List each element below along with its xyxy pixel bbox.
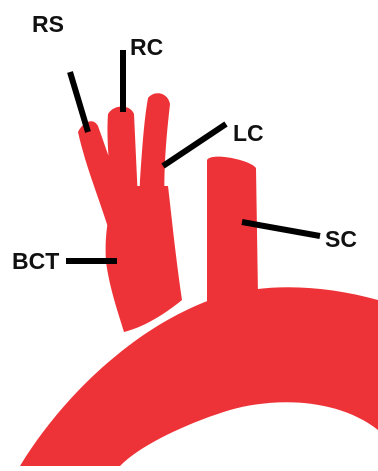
right-common-carotid-artery [107, 107, 138, 207]
label-bct: BCT [12, 250, 59, 273]
left-subclavian-artery [207, 157, 258, 302]
aortic-arch [20, 287, 378, 466]
label-lc: LC [233, 122, 264, 145]
label-sc: SC [325, 228, 357, 251]
label-rs: RS [32, 13, 64, 36]
label-rc: RC [130, 36, 163, 59]
rs-leader-line [70, 72, 88, 132]
